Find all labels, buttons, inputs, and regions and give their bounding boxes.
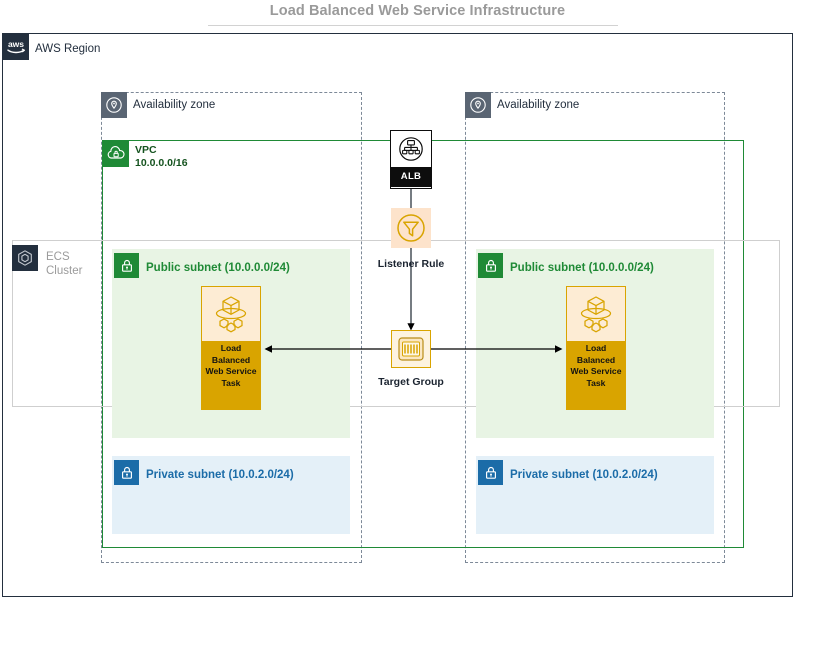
availability-zone-left-label: Availability zone xyxy=(133,99,216,111)
aws-logo-icon: aws xyxy=(2,33,29,60)
availability-zone-left-container xyxy=(101,92,362,563)
application-load-balancer-node[interactable]: ALB xyxy=(390,130,432,189)
ecs-cluster-label-line2: Cluster xyxy=(46,265,83,277)
lock-icon xyxy=(114,253,139,278)
private-subnet-right xyxy=(476,456,714,534)
availability-zone-icon xyxy=(101,92,127,118)
task-label: Load Balanced Web Service Task xyxy=(567,341,625,409)
target-group-label: Target Group xyxy=(378,376,444,388)
lock-icon xyxy=(478,253,503,278)
ecs-task-icon xyxy=(567,287,625,341)
private-subnet-left xyxy=(112,456,350,534)
aws-region-label: AWS Region xyxy=(35,43,101,55)
load-balanced-web-service-task-right[interactable]: Load Balanced Web Service Task xyxy=(566,286,626,410)
vpc-cloud-lock-icon xyxy=(102,140,129,167)
lock-icon xyxy=(478,460,503,485)
vpc-name: VPC xyxy=(135,144,157,156)
availability-zone-icon xyxy=(465,92,491,118)
diagram-title: Load Balanced Web Service Infrastructure xyxy=(269,3,566,19)
listener-rule-node[interactable] xyxy=(391,208,431,248)
vpc-cidr: 10.0.0.0/16 xyxy=(135,157,188,169)
load-balanced-web-service-task-left[interactable]: Load Balanced Web Service Task xyxy=(201,286,261,410)
listener-rule-label: Listener Rule xyxy=(377,258,445,270)
public-subnet-left-label: Public subnet (10.0.0.0/24) xyxy=(146,262,290,274)
public-subnet-right-label: Public subnet (10.0.0.0/24) xyxy=(510,262,654,274)
listener-rule-filter-icon xyxy=(397,214,425,242)
ecs-cluster-label-line1: ECS xyxy=(46,251,70,263)
title-divider xyxy=(208,25,618,26)
target-group-node[interactable] xyxy=(391,330,431,368)
availability-zone-right-container xyxy=(465,92,725,563)
ecs-cluster-icon xyxy=(12,245,38,271)
private-subnet-right-label: Private subnet (10.0.2.0/24) xyxy=(510,469,658,481)
vpc-label: VPC 10.0.0.0/16 xyxy=(135,144,188,170)
lock-icon xyxy=(114,460,139,485)
private-subnet-left-label: Private subnet (10.0.2.0/24) xyxy=(146,469,294,481)
ecs-task-icon xyxy=(202,287,260,341)
ecs-cluster-label: ECS Cluster xyxy=(46,250,116,278)
availability-zone-right-label: Availability zone xyxy=(497,99,580,111)
application-load-balancer-icon xyxy=(391,131,431,167)
task-label: Load Balanced Web Service Task xyxy=(202,341,260,409)
target-group-icon xyxy=(398,337,424,361)
alb-label: ALB xyxy=(391,167,431,187)
svg-text:aws: aws xyxy=(7,39,23,49)
